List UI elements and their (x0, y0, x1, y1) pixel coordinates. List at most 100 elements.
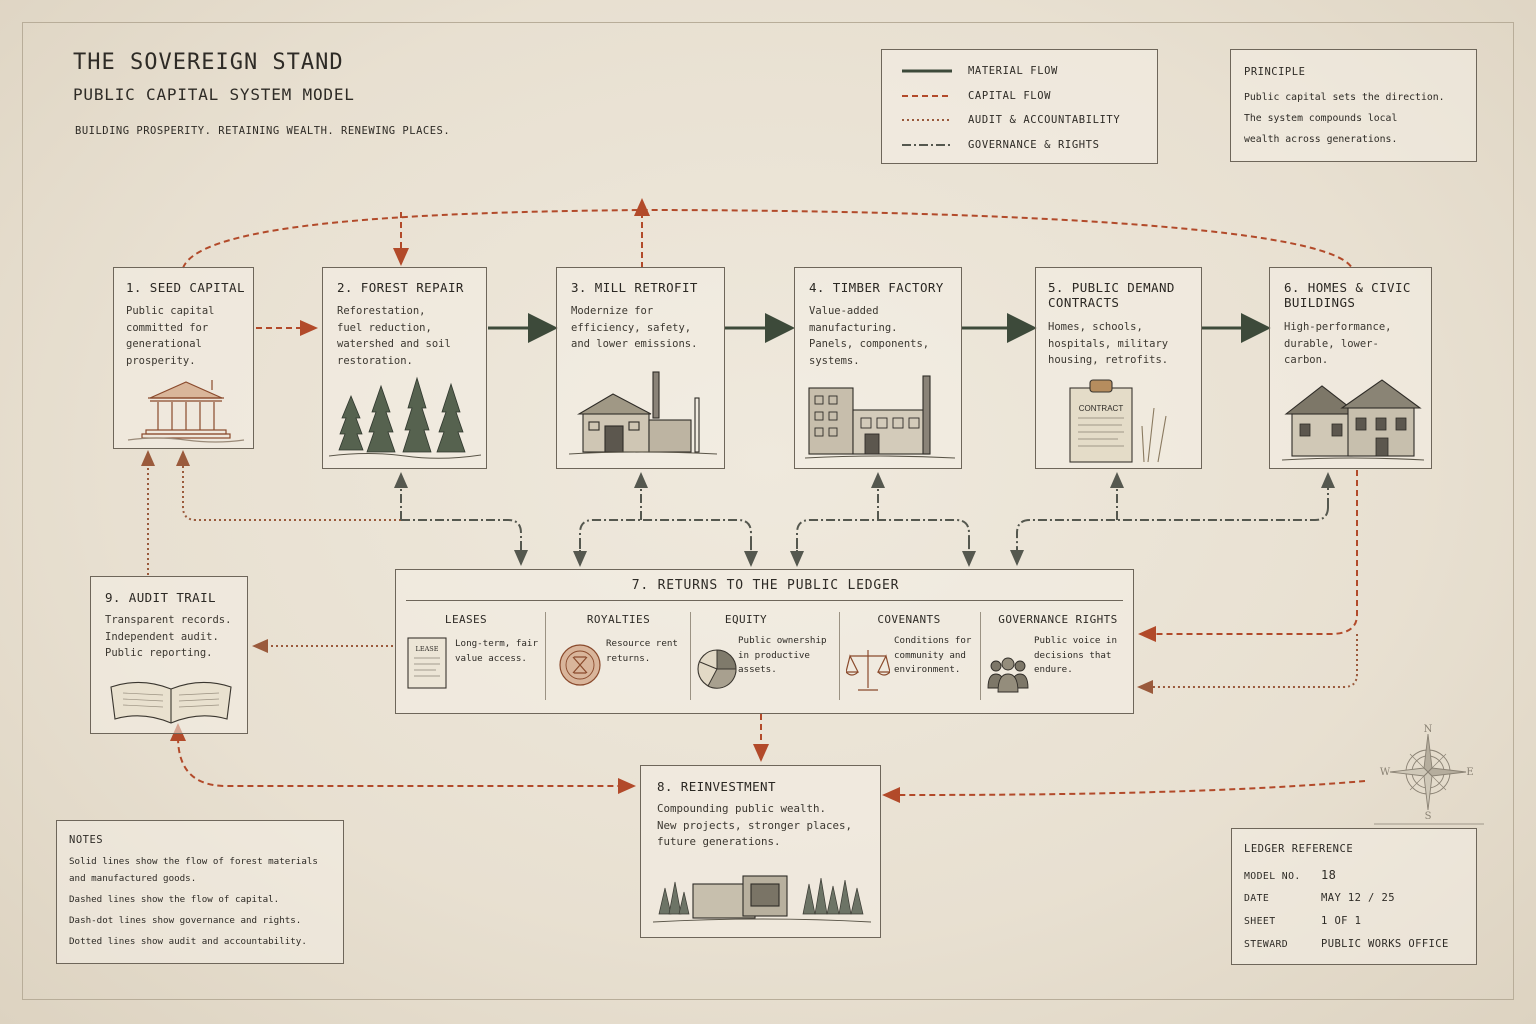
capital-homes-to-ledger (1138, 470, 1358, 642)
scales-icon (846, 650, 890, 691)
notes-line-2: and manufactured goods. (69, 873, 197, 884)
ledger-col-title-covenants: COVENANTS (877, 613, 941, 626)
step-title: 1. SEED CAPITAL (126, 280, 245, 295)
gov-mill-branch (579, 519, 752, 564)
capital-flow-lines (170, 198, 1366, 803)
step-description: High-performance, durable, lower- carbon… (1284, 321, 1392, 366)
ledger-ref-sheet-value: 1 OF 1 (1321, 915, 1362, 927)
step-description: Public capital committed for generationa… (126, 305, 215, 367)
ledger-col-title-equity: EQUITY (724, 613, 768, 626)
step-title: 6. HOMES & CIVIC BUILDINGS (1284, 280, 1411, 310)
ledger-col-desc-covenants: Conditions for community and environment… (894, 635, 972, 675)
step-mill-retrofit: 3. MILL RETROFIT Modernize for efficienc… (556, 267, 725, 469)
legend-label-capital: CAPITAL FLOW (968, 90, 1052, 102)
step-title: 8. REINVESTMENT (657, 779, 776, 794)
step-description: Compounding public wealth. New projects,… (657, 802, 853, 848)
tagline: BUILDING PROSPERITY. RETAINING WEALTH. R… (75, 125, 451, 137)
step-timber-factory: 4. TIMBER FACTORY Value-added manufactur… (794, 267, 962, 469)
gov-factory-branch (796, 519, 970, 564)
ledger-ref-sheet-label: SHEET (1244, 916, 1276, 927)
ledger-ref-date-label: DATE (1244, 893, 1270, 904)
compass-west: W (1380, 767, 1391, 778)
contract-clipboard-icon: CONTRACT (1069, 379, 1167, 463)
ledger-ref-steward-value: PUBLIC WORKS OFFICE (1321, 938, 1449, 950)
legend-box: MATERIAL FLOW CAPITAL FLOW AUDIT & ACCOU… (881, 49, 1158, 164)
step-title: 4. TIMBER FACTORY (809, 280, 944, 295)
principle-line-2: The system compounds local (1244, 113, 1398, 124)
notes-line-1: Solid lines show the flow of forest mate… (69, 856, 318, 867)
step-description: Transparent records. Independent audit. … (105, 614, 232, 659)
capital-audit-reinvest (170, 723, 636, 794)
page-title: THE SOVEREIGN STAND (73, 50, 344, 75)
step-description: Reforestation, fuel reduction, watershed… (337, 305, 451, 367)
house-icon (1282, 379, 1424, 461)
capital-arc-top (182, 208, 1353, 269)
audit-flow-lines (141, 450, 1358, 694)
reinvestment-building-icon (653, 875, 871, 923)
forest-trees-icon (329, 376, 481, 459)
step-description: Homes, schools, hospitals, military hous… (1048, 321, 1169, 366)
ledger-divider (690, 612, 691, 700)
factory-building-icon (805, 375, 955, 459)
step-seed-capital: 1. SEED CAPITAL Public capital committed… (113, 267, 254, 449)
gov-homes-to-ledger (1010, 506, 1329, 566)
principle-box: PRINCIPLE Public capital sets the direct… (1230, 49, 1477, 162)
ledger-divider (545, 612, 546, 700)
ledger-col-desc-equity: Public ownership in productive assets. (738, 635, 827, 675)
notes-line-3: Dashed lines show the flow of capital. (69, 894, 280, 905)
civic-building-icon (127, 380, 245, 443)
governance-lines (394, 472, 1335, 567)
principle-title: PRINCIPLE (1244, 66, 1306, 78)
step-forest-repair: 2. FOREST REPAIR Reforestation, fuel red… (322, 267, 487, 469)
ledger-divider (980, 612, 981, 700)
compass-south: S (1425, 811, 1432, 822)
gov-forest-to-ledger (401, 519, 528, 566)
sheet-border (22, 22, 1514, 1000)
ledger-col-title-royalties: ROYALTIES (586, 613, 651, 626)
ledger-col-desc-royalties: Resource rent returns. (606, 638, 678, 664)
pie-chart-icon (697, 649, 737, 689)
ledger-col-desc-governance: Public voice in decisions that endure. (1034, 635, 1117, 675)
notes-body: Solid lines show the flow of forest mate… (69, 853, 318, 950)
legend-label-material: MATERIAL FLOW (968, 65, 1058, 77)
public-ledger-box: 7. RETURNS TO THE PUBLIC LEDGER LEASES L… (395, 569, 1134, 714)
legend-label-audit: AUDIT & ACCOUNTABILITY (968, 114, 1121, 126)
ledger-divider (839, 612, 840, 700)
lease-document-icon: LEASE (407, 637, 447, 689)
ledger-ref-steward-label: STEWARD (1244, 939, 1289, 950)
compass-north: N (1424, 724, 1433, 735)
open-book-icon (110, 681, 232, 724)
principle-line-1: Public capital sets the direction. (1244, 92, 1445, 103)
step-title: 9. AUDIT TRAIL (105, 590, 216, 605)
step-description: Modernize for efficiency, safety, and lo… (571, 305, 698, 350)
notes-title: NOTES (69, 834, 104, 846)
coin-icon (559, 644, 601, 686)
ledger-title-rule (406, 600, 1123, 601)
contract-label: CONTRACT (1079, 404, 1124, 413)
compass-rose-icon: N E S W (1374, 724, 1484, 825)
notes-box: NOTES Solid lines show the flow of fores… (56, 820, 344, 964)
ledger-ref-model-value: 18 (1321, 868, 1337, 882)
step-reinvestment: 8. REINVESTMENT Compounding public wealt… (640, 765, 881, 938)
mill-building-icon (569, 371, 717, 455)
audit-homes-to-ledger (1137, 634, 1358, 694)
page-subtitle: PUBLIC CAPITAL SYSTEM MODEL (73, 85, 355, 104)
principle-text: Public capital sets the direction. The s… (1244, 87, 1476, 150)
step-public-demand-contracts: 5. PUBLIC DEMAND CONTRACTS Homes, school… (1035, 267, 1202, 469)
ledger-ref-date-value: MAY 12 / 25 (1321, 892, 1395, 904)
ledger-reference-title: LEDGER REFERENCE (1244, 843, 1354, 855)
step-homes-civic-buildings: 6. HOMES & CIVIC BUILDINGS High-performa… (1269, 267, 1432, 469)
ledger-col-desc-leases: Long-term, fair value access. (455, 638, 538, 664)
people-icon (987, 657, 1029, 693)
legend-swatches (902, 69, 952, 146)
notes-line-5: Dotted lines show audit and accountabili… (69, 936, 307, 947)
capital-return-to-reinvest (882, 780, 1366, 803)
ledger-ref-model-label: MODEL NO. (1244, 871, 1301, 882)
step-title: 2. FOREST REPAIR (337, 280, 464, 295)
compass-east: E (1466, 767, 1473, 778)
legend-label-governance: GOVERNANCE & RIGHTS (968, 139, 1100, 151)
audit-forest-to-seed (176, 450, 401, 521)
step-audit-trail: 9. AUDIT TRAIL Transparent records. Inde… (90, 576, 248, 734)
ledger-reference-box: LEDGER REFERENCE MODEL NO. 18 DATE MAY 1… (1231, 828, 1477, 965)
